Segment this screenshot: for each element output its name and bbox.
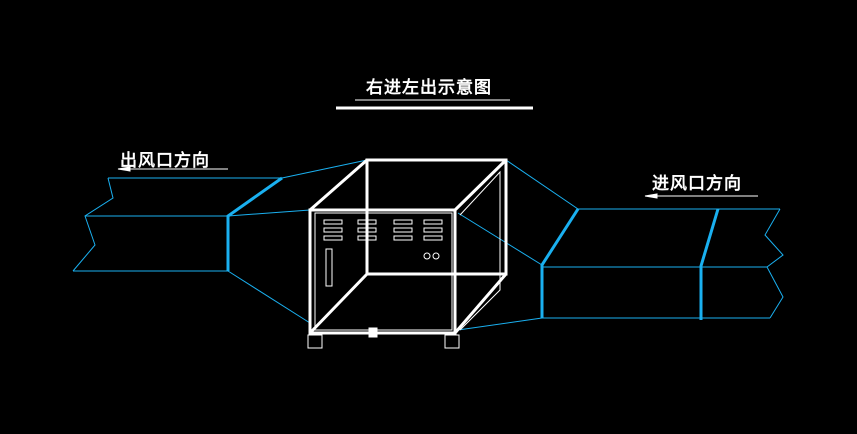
latch	[368, 327, 378, 338]
diagram-title: 右进左出示意图	[366, 78, 492, 98]
outlet-direction-label: 出风口方向	[120, 151, 210, 171]
inlet-arrow	[644, 193, 758, 199]
vent-slots	[323, 219, 443, 241]
purifier-unit	[307, 158, 508, 349]
title-underline	[336, 99, 533, 110]
inlet-direction-label: 进风口方向	[652, 174, 742, 194]
leg	[307, 334, 323, 349]
leg	[444, 334, 460, 349]
outlet-duct	[72, 159, 368, 324]
indicator-light	[432, 252, 440, 260]
inlet-duct	[457, 159, 784, 331]
outlet-arrow	[117, 166, 228, 172]
control-panel	[325, 248, 333, 287]
indicator-light	[423, 252, 431, 260]
